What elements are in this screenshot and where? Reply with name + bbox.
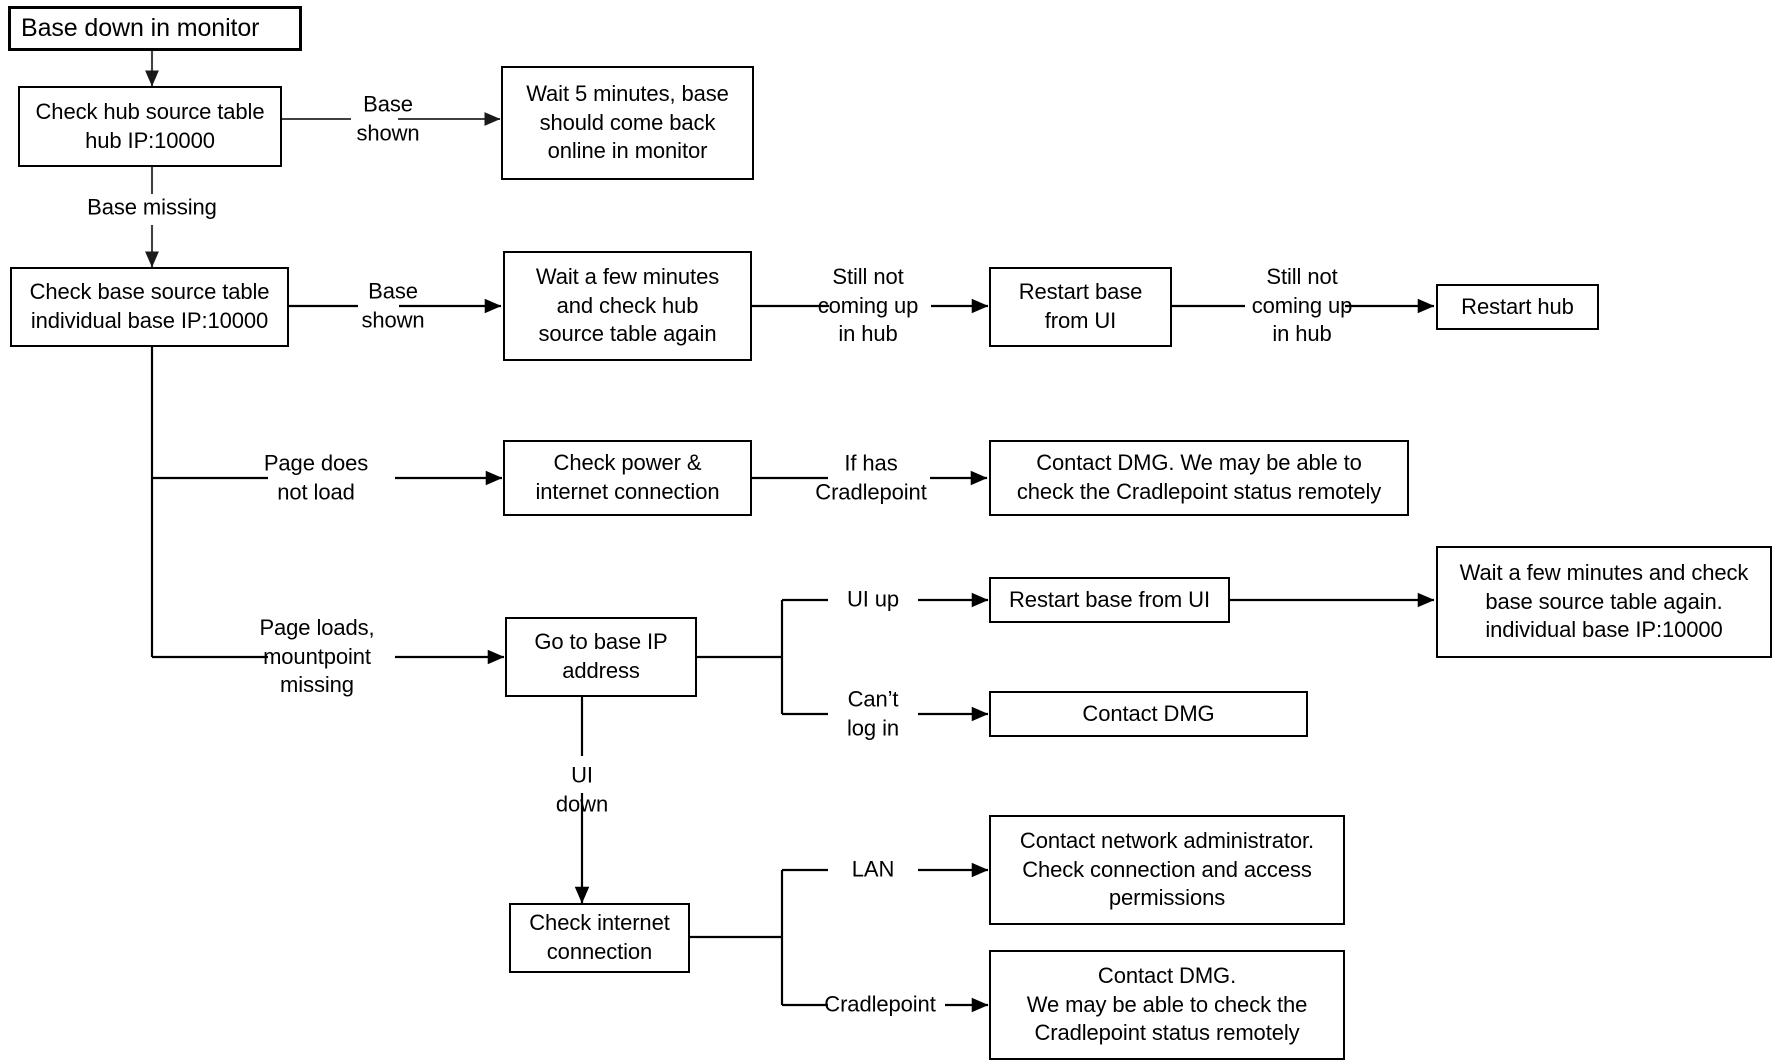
node-wait-5-minutes[interactable]: Wait 5 minutes, base should come back on… (501, 66, 754, 180)
node-restart-base-from-ui-2[interactable]: Restart base from UI (989, 577, 1230, 623)
node-wait-check-hub[interactable]: Wait a few minutes and check hub source … (503, 251, 752, 361)
node-start[interactable]: Base down in monitor (8, 6, 302, 51)
node-contact-dmg-cradlepoint-1[interactable]: Contact DMG. We may be able to check the… (989, 440, 1409, 516)
edge-label-base-shown-2: Base shown (361, 278, 425, 332)
node-restart-base-from-ui-1[interactable]: Restart base from UI (989, 267, 1172, 347)
edge-label-still-not-coming-up-2: Still not coming up in hub (1251, 264, 1353, 347)
edge-label-page-does-not-load: Page does not load (263, 450, 369, 504)
edge-label-base-missing: Base missing (87, 194, 217, 220)
edge-label-ui-up: UI up (846, 586, 900, 612)
node-contact-network-admin[interactable]: Contact network administrator. Check con… (989, 815, 1345, 925)
edge-label-cant-log-in: Can’t log in (847, 686, 899, 740)
node-contact-dmg-1[interactable]: Contact DMG (989, 691, 1308, 737)
node-check-power-internet[interactable]: Check power & internet connection (503, 440, 752, 516)
edge-label-still-not-coming-up-1: Still not coming up in hub (817, 264, 919, 347)
edge-label-ui-down: UI down (555, 762, 609, 816)
node-check-internet-connection[interactable]: Check internet connection (509, 903, 690, 973)
edge-label-base-shown-1: Base shown (356, 91, 420, 145)
node-contact-dmg-cradlepoint-2[interactable]: Contact DMG. We may be able to check the… (989, 950, 1345, 1060)
edge-label-cradlepoint: Cradlepoint (824, 991, 936, 1017)
edge-label-if-has-cradlepoint: If has Cradlepoint (815, 450, 927, 504)
node-check-hub-source[interactable]: Check hub source table hub IP:10000 (18, 86, 282, 167)
node-go-to-base-ip[interactable]: Go to base IP address (505, 617, 697, 697)
edge-label-page-loads-mountpoint-missing: Page loads, mountpoint missing (259, 615, 375, 698)
node-restart-hub[interactable]: Restart hub (1436, 284, 1599, 330)
node-check-base-source[interactable]: Check base source table individual base … (10, 267, 289, 347)
node-wait-check-base-source[interactable]: Wait a few minutes and check base source… (1436, 546, 1772, 658)
edge-label-lan: LAN (851, 856, 895, 882)
